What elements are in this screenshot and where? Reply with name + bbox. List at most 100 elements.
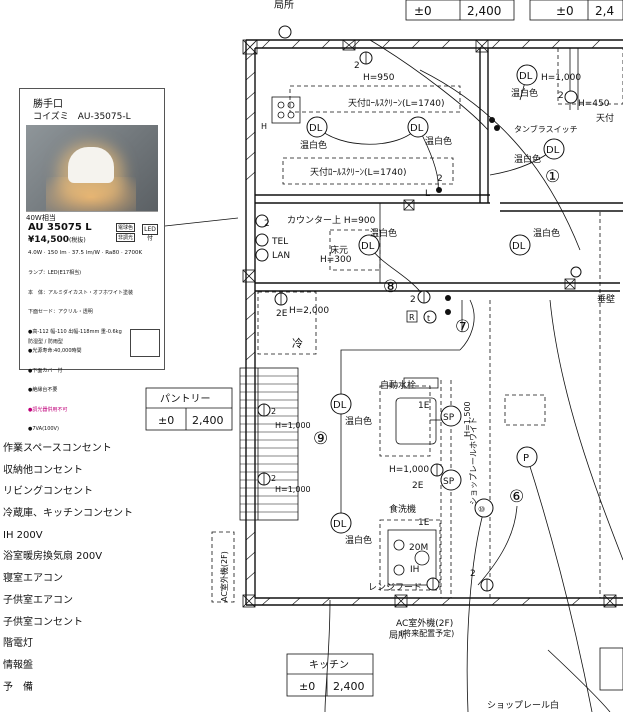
circuit-10: ⑩	[478, 505, 485, 514]
ac-outdoor-label: AC室外機(2F)	[396, 617, 453, 629]
svg-text:DL: DL	[333, 519, 347, 530]
svg-text:温白色: 温白色	[514, 153, 541, 165]
downlight-4: DL	[543, 138, 565, 160]
svg-text:DL: DL	[309, 123, 323, 134]
price-note: (税抜)	[69, 237, 86, 244]
pantry-name: パントリー	[160, 393, 211, 405]
svg-text:温白色: 温白色	[533, 227, 560, 239]
downlights: DL DL DL DL DL DL DL DL	[306, 64, 565, 534]
svg-text:H=1,000: H=1,000	[389, 465, 429, 475]
svg-text:2: 2	[437, 174, 443, 184]
downlight-7: DL	[330, 393, 352, 415]
svg-text:床元: 床元	[330, 244, 348, 256]
legend-item: 寝室エアコン	[3, 573, 63, 585]
legend-item: 情報盤	[3, 659, 33, 671]
plan-labels: 2 H=950 天付ﾛｰﾙｽｸﾘｰﾝ(L=1740) 温白色 温白色 天付ﾛｰﾙ…	[211, 61, 615, 711]
circuit-9: ⑨	[313, 429, 328, 449]
product-room: 勝手口	[33, 99, 63, 110]
legend-item: 子供室エアコン	[3, 594, 73, 606]
svg-text:1E: 1E	[418, 518, 430, 528]
svg-text:20M: 20M	[409, 543, 428, 553]
legend-item: 浴室暖房換気扇 200V	[3, 551, 103, 563]
counter-label: カウンター上 H=900	[287, 215, 376, 226]
product-maker-model: コイズミ AU-35075-L	[33, 112, 131, 122]
h950-label: H=950	[363, 73, 395, 83]
svg-text:L: L	[425, 189, 430, 199]
legend-item: 収納他コンセント	[3, 464, 83, 476]
svg-text:H=300: H=300	[320, 255, 352, 265]
badge-dimming: 非調光	[116, 233, 136, 242]
speaker-2: SP	[440, 469, 462, 491]
svg-text:±0: ±0	[158, 414, 174, 427]
svg-text:温白色: 温白色	[300, 139, 327, 151]
svg-text:DL: DL	[512, 241, 526, 252]
svg-text:H=1,000: H=1,000	[275, 485, 311, 494]
wiring	[316, 39, 623, 712]
svg-text:2E: 2E	[412, 481, 424, 491]
led-icon: LED付	[142, 224, 158, 242]
spec-line: 本 体：アルミダイカスト・オフホワイト塗装	[28, 289, 133, 296]
legend-item: 作業スペースコンセント	[3, 443, 112, 454]
downlight-3: DL	[516, 64, 538, 86]
spec-line: ●調光器併用不可	[28, 406, 68, 413]
svg-text:2,400: 2,400	[333, 680, 365, 693]
circuit-8: ⑧	[383, 277, 398, 297]
circuit-numbers: ① ⑧ ⑦ ⑨ ⑥ ⑩	[313, 167, 560, 518]
svg-text:IH: IH	[410, 565, 419, 575]
svg-text:H=1,000: H=1,000	[541, 73, 581, 83]
svg-text:SP: SP	[443, 413, 455, 423]
legend-item: IH 200V	[3, 529, 43, 541]
svg-text:H: H	[261, 122, 267, 131]
screen-label-1: 天付ﾛｰﾙｽｸﾘｰﾝ(L=1740)	[348, 98, 444, 109]
svg-text:H=2,000: H=2,000	[289, 306, 329, 316]
outlets	[255, 25, 582, 592]
pantry-title-block: パントリー ±0 2,400	[145, 387, 233, 431]
spec-line: ●高-112 幅-110 出幅-118mm 重-0.6kg	[28, 328, 122, 335]
hanging-wall-label: 垂壁	[597, 293, 615, 305]
legend-item: リビングコンセント	[3, 486, 93, 498]
circuit-legend: 作業スペースコンセント 収納他コンセント リビングコンセント 冷蔵庫、キッチンコ…	[3, 438, 133, 698]
svg-text:1E: 1E	[418, 401, 430, 411]
svg-text:温白色: 温白色	[345, 534, 372, 546]
tumbler-switch-label: タンブラスイッチ	[514, 124, 578, 134]
downlight-1: DL	[306, 116, 328, 138]
svg-text:2: 2	[264, 219, 270, 229]
price-value: ¥14,500	[28, 235, 69, 245]
shop-rail-bottom-label: ショップレール白	[487, 699, 559, 711]
downlight-8: DL	[330, 512, 352, 534]
spec-line: ●光源寿命:40,000時間	[28, 348, 82, 354]
speakers: SP SP P	[440, 405, 538, 491]
svg-text:2: 2	[470, 569, 476, 579]
screen-label-2: 天付ﾛｰﾙｽｸﾘｰﾝ(L=1740)	[310, 167, 406, 178]
fridge-label: 冷	[292, 337, 303, 350]
spec-line: ●下面カバー付	[28, 367, 63, 374]
circuit-6: ⑥	[509, 487, 524, 507]
pendant-p: P	[516, 446, 538, 468]
svg-text:2E: 2E	[276, 309, 288, 319]
top-block-1-height: 2,400	[467, 4, 501, 18]
dimension-thumbnail	[130, 329, 160, 357]
svg-text:H=1,000: H=1,000	[275, 421, 311, 430]
svg-text:H=450: H=450	[578, 99, 610, 109]
svg-text:t: t	[427, 314, 430, 323]
top-block-2-level: ±0	[556, 4, 574, 18]
top-block-1-level: ±0	[414, 4, 432, 18]
svg-text:温白色: 温白色	[425, 135, 452, 147]
top-title-block-2: ±0 2,4	[529, 0, 623, 21]
bottom-room-label: 局所	[389, 630, 407, 641]
svg-text:±0: ±0	[299, 680, 315, 693]
kitchen-title-block: キッチン ±0 2,400	[286, 653, 374, 697]
legend-item: 子供室コンセント	[3, 616, 83, 628]
svg-text:DL: DL	[361, 241, 375, 252]
product-price: ¥14,500(税抜)	[28, 235, 86, 245]
svg-text:2,400: 2,400	[192, 414, 224, 427]
downlight-5: DL	[358, 234, 380, 256]
auto-faucet-label: 自動水栓	[380, 379, 416, 391]
downlight-6: DL	[509, 234, 531, 256]
svg-text:2: 2	[410, 295, 416, 305]
wall-hatching	[245, 39, 601, 606]
product-card: 勝手口 コイズミ AU-35075-L 40W相当 AU 35075 L 電球色…	[19, 88, 165, 432]
legend-item: 冷蔵庫、キッチンコンセント	[3, 508, 133, 520]
svg-text:2: 2	[271, 474, 276, 483]
